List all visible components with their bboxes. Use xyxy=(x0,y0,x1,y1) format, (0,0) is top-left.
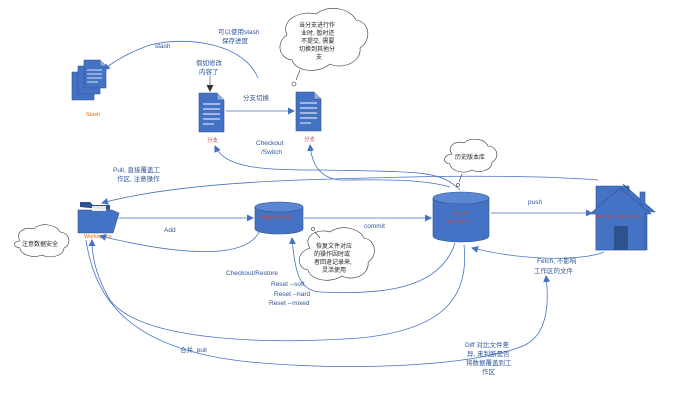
arrow-merge-pull: 合并, pull xyxy=(88,239,466,354)
arrow-branch-switch: 分支切换 xyxy=(226,93,295,115)
reset-mixed-label: Reset --mixed xyxy=(269,300,310,307)
arrow-fetch: Fetch, 不影响 工作区的文件 xyxy=(471,246,605,275)
stage-label: Stage(index) xyxy=(260,215,291,221)
arrow-reset: Reset --soft Reset --hard Reset --mixed xyxy=(269,237,456,307)
checkout-switch-label-1: Checkout xyxy=(256,140,284,147)
cloud-reset-line-3: 者回退记录来, xyxy=(314,258,352,266)
cloud-callout-history: 历史版本库 xyxy=(444,138,498,187)
document-icon xyxy=(198,92,225,133)
stage-index-node: Stage(index) xyxy=(254,201,304,235)
diff-label-4: 作区 xyxy=(482,367,496,376)
arrow-push: push xyxy=(491,199,593,217)
workspace-node: Workspace xyxy=(77,202,120,240)
commit-label: commit xyxy=(364,223,385,230)
cloud-reset-line-2: 的操作因时或 xyxy=(314,250,350,258)
local-repository-node: Local repository xyxy=(432,191,490,243)
branch-file-label-1: 分支 xyxy=(207,136,219,144)
checkout-switch-label-2: /Switch xyxy=(261,149,282,156)
arrow-stash-label: stash xyxy=(155,43,171,50)
branch-file-label-2: 分支 xyxy=(304,135,316,143)
arrow-diff: Diff 对比文件差 异, 来判断是否 将数据覆盖到工 作区 xyxy=(85,239,551,376)
document-icon xyxy=(295,91,322,132)
branch-file-node-1: 分支 xyxy=(198,92,225,144)
remote-repository-node: Remote repository xyxy=(589,183,656,251)
pull-overwrite-label-2: 作区, 注意操作 xyxy=(117,174,160,183)
cloud-callout-reset: 恢复文件对应 的操作因时或 者回退记录来, 灵活使用 xyxy=(298,227,375,281)
cloud-history-text: 历史版本库 xyxy=(455,153,485,161)
note-stash-line-2: 保存进度 xyxy=(222,36,249,45)
push-label: push xyxy=(528,199,542,206)
arrow-stash: stash xyxy=(103,40,259,79)
cloud-reset-line-1: 恢复文件对应 xyxy=(316,242,352,250)
arrow-checkout-switch: Checkout /Switch xyxy=(214,140,461,191)
stash-node: Stash xyxy=(71,59,107,118)
merge-pull-label: 合并, pull xyxy=(180,345,207,354)
diff-label-2: 异, 来判断是否 xyxy=(467,349,510,358)
reset-soft-label: Reset --soft xyxy=(271,281,305,288)
stash-files-icon xyxy=(71,59,107,101)
house-icon xyxy=(589,183,656,251)
stash-node-label: Stash xyxy=(86,112,100,118)
note-modify: 假如修改 内容了 xyxy=(196,58,223,76)
add-label: Add xyxy=(164,227,176,234)
fetch-label-2: 工作区的文件 xyxy=(534,266,574,275)
reset-hard-label: Reset --hard xyxy=(274,291,311,298)
arrow-pull-overwrite: Pull, 直接覆盖工 作区, 注意操作 xyxy=(101,165,599,205)
cloud-branch-line-5: 支 xyxy=(316,53,322,61)
cloud-branch-line-3: 不提交, 需要 xyxy=(301,37,334,45)
local-repo-label-1: Local xyxy=(454,211,467,217)
diff-label-1: Diff 对比文件差 xyxy=(465,340,509,349)
branch-file-node-2: 分支 xyxy=(295,91,322,143)
remote-repo-label: Remote repository xyxy=(596,214,641,220)
workspace-label: Workspace xyxy=(84,234,111,240)
folder-icon xyxy=(77,202,120,234)
note-modify-line-1: 假如修改 xyxy=(196,58,223,67)
checkout-restore-label: Checkout/Restore xyxy=(226,270,278,277)
note-stash-progress: 可以使用stash 保存进度 xyxy=(218,27,260,45)
cloud-callout-branch: 当分支进行作 业时, 暂时还 不提交, 需要 切换到其他分 支 xyxy=(279,8,369,87)
note-stash-line-1: 可以使用stash xyxy=(218,27,260,36)
branch-switch-label: 分支切换 xyxy=(243,93,270,102)
diff-label-3: 将数据覆盖到工 xyxy=(466,358,512,367)
arrow-commit: commit xyxy=(304,214,432,230)
note-modify-line-2: 内容了 xyxy=(199,67,219,76)
cloud-branch-line-1: 当分支进行作 xyxy=(299,21,335,29)
arrow-checkout-restore: Checkout/Restore xyxy=(99,229,278,277)
cloud-callout-data-safe: 注意数据安全 xyxy=(14,224,70,258)
pull-overwrite-label-1: Pull, 直接覆盖工 xyxy=(113,165,160,174)
cloud-reset-line-4: 灵活使用 xyxy=(322,266,346,274)
cloud-data-safe-text: 注意数据安全 xyxy=(22,240,58,248)
local-repo-label-2: repository xyxy=(445,219,469,225)
cloud-branch-line-2: 业时, 暂时还 xyxy=(301,29,334,37)
cloud-branch-line-4: 切换到其他分 xyxy=(299,45,335,53)
fetch-label-1: Fetch, 不影响 xyxy=(537,256,577,265)
arrow-add: Add xyxy=(118,214,254,234)
